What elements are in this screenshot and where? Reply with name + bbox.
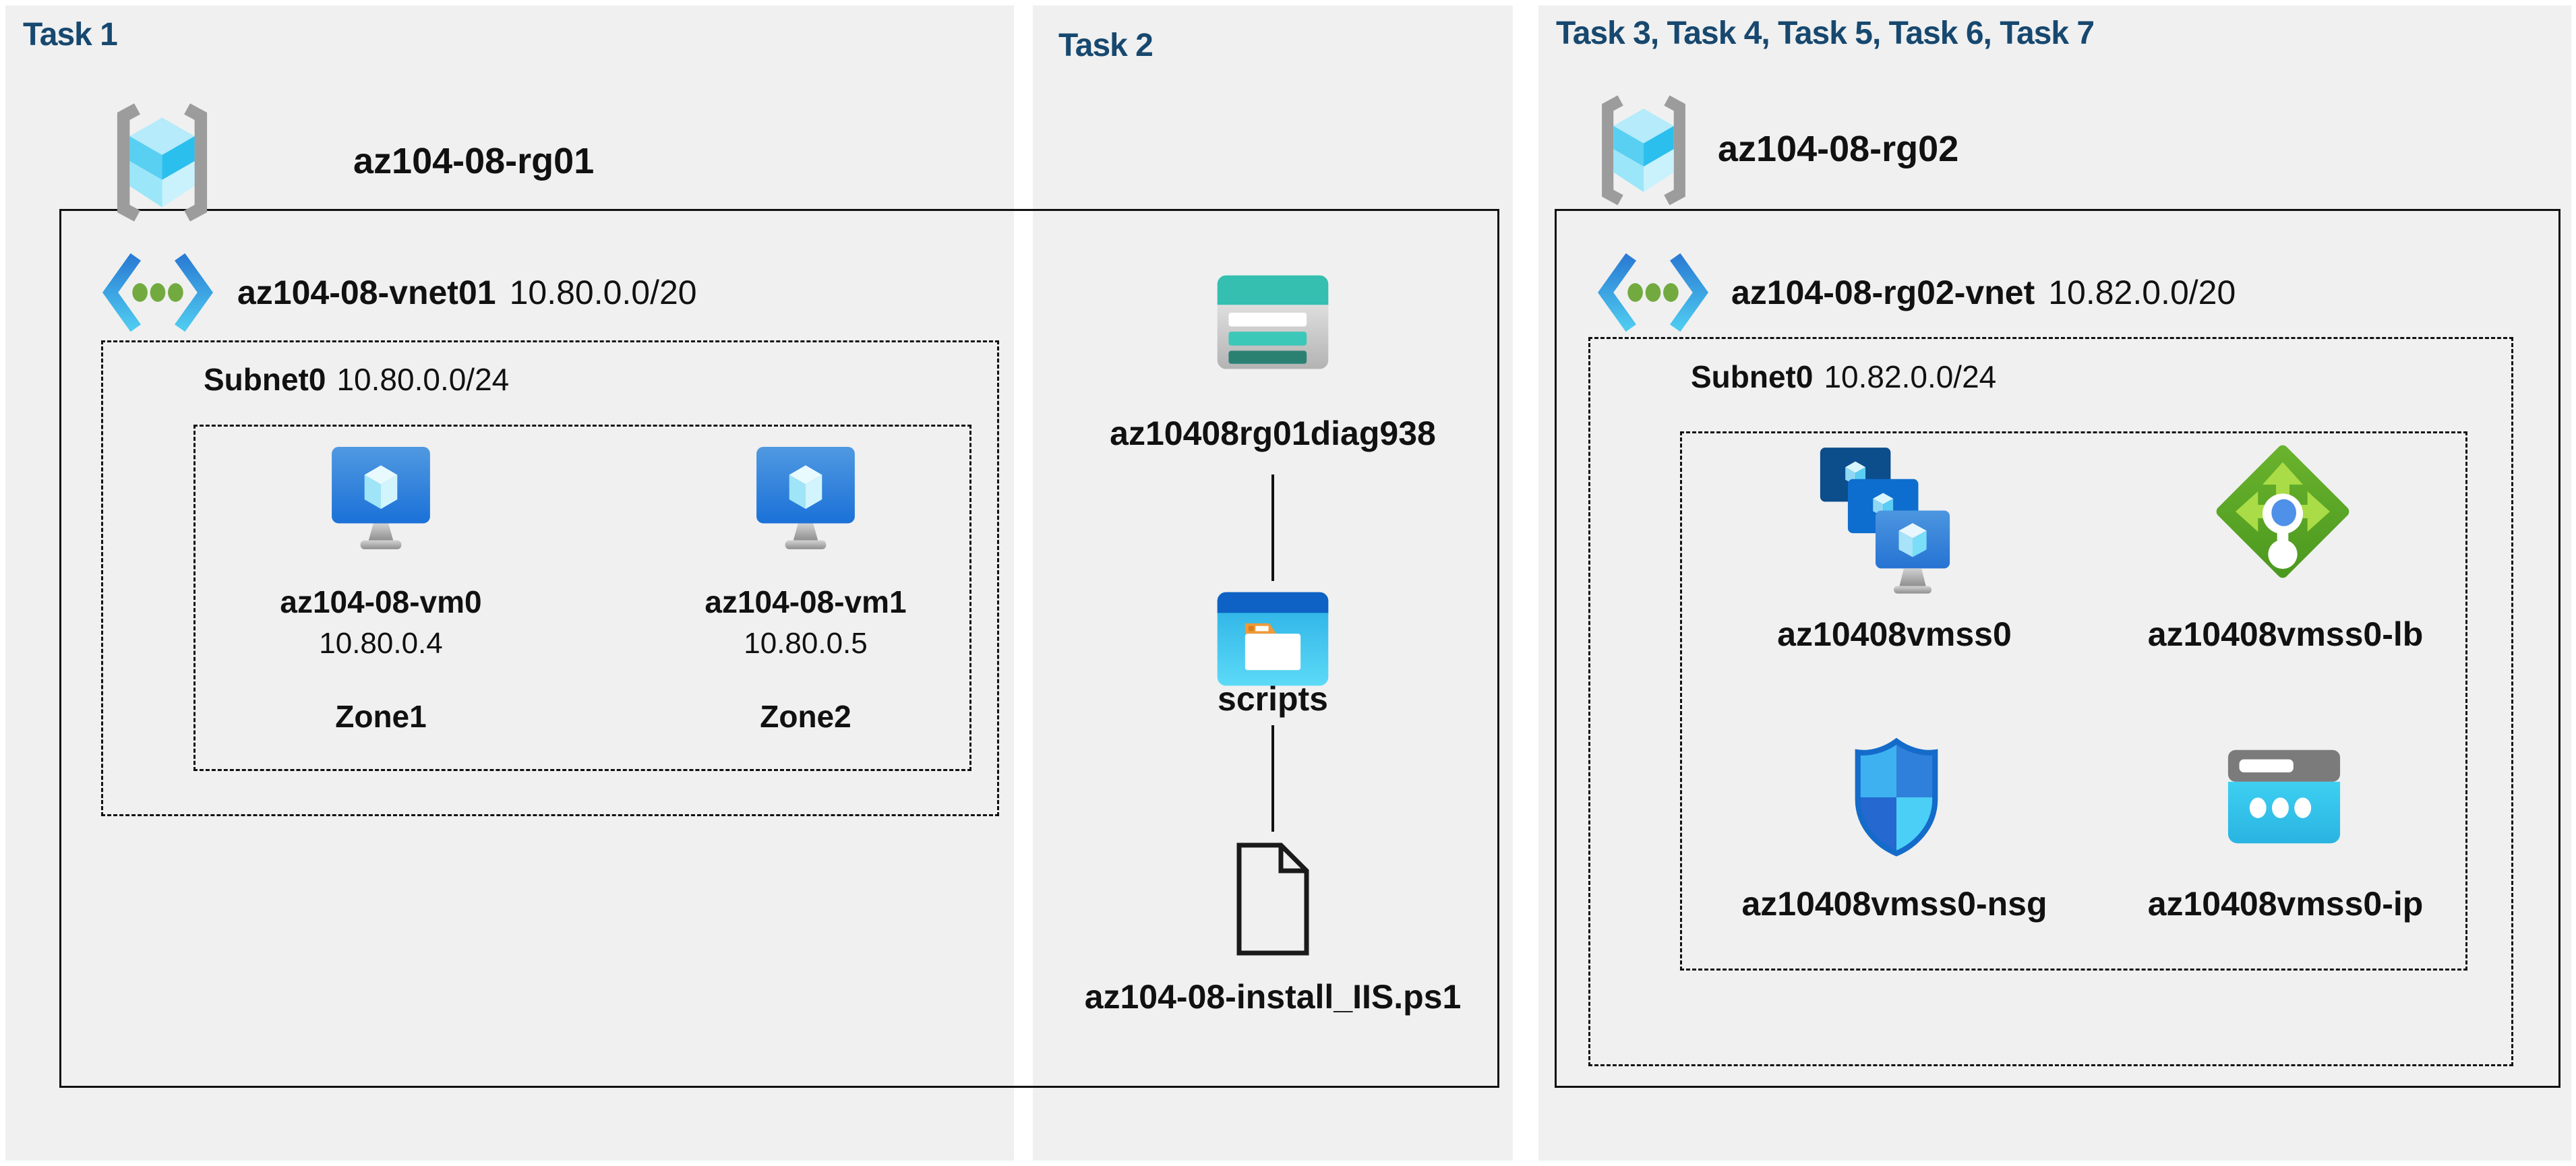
task3-panel [1538, 5, 2571, 1161]
virtual-machine-icon [756, 447, 855, 549]
public-ip-name: az10408vmss0-ip [2147, 885, 2424, 923]
resource-group-icon [1602, 95, 1685, 206]
subnet1-label: Subnet0 10.80.0.0/24 [204, 361, 509, 398]
load-balancer-name: az10408vmss0-lb [2147, 615, 2424, 653]
load-balancer-icon [2216, 445, 2349, 578]
task2-panel [1033, 5, 1513, 1161]
vm1-ip: 10.80.0.5 [744, 627, 868, 660]
public-ip-icon [2227, 749, 2341, 844]
network-security-group-icon [1855, 737, 1938, 857]
vm1-name: az104-08-vm1 [705, 584, 907, 619]
script-file-name: az104-08-install_IIS.ps1 [1084, 978, 1462, 1016]
virtual-network-icon [102, 253, 213, 332]
vnet1-boundary-box [59, 209, 1499, 1088]
vnet2-cidr: 10.82.0.0/20 [2048, 274, 2236, 311]
subnet2-label: Subnet0 10.82.0.0/24 [1691, 359, 1996, 395]
storage-account-icon [1217, 275, 1329, 369]
subnet2-cidr: 10.82.0.0/24 [1824, 359, 1997, 394]
storage-account-name: az10408rg01diag938 [1110, 415, 1436, 452]
vm1-zone: Zone2 [760, 699, 851, 734]
virtual-machine-icon [332, 447, 430, 549]
resource-group-icon [117, 103, 208, 222]
subnet2-name: Subnet0 [1691, 359, 1814, 394]
subnet2-box [1588, 337, 2513, 1066]
connector-scripts-file [1271, 725, 1274, 832]
connector-storage-scripts [1271, 474, 1274, 581]
task3-title: Task 3, Task 4, Task 5, Task 6, Task 7 [1556, 16, 2095, 51]
vm-scale-set-icon [1820, 448, 1950, 594]
vm1-node: az104-08-vm1 10.80.0.5 Zone2 [603, 445, 1008, 735]
subnet1-cidr: 10.80.0.0/24 [336, 362, 510, 397]
subnet1-box [101, 340, 999, 816]
virtual-network-icon [1598, 253, 1708, 332]
resource-group-name: az104-08-rg01 [353, 141, 595, 181]
vnet1-name: az104-08-vnet01 [237, 274, 496, 311]
vm0-zone: Zone1 [335, 699, 427, 734]
availability-zone-box [193, 425, 971, 771]
vmss-name: az10408vmss0 [1777, 615, 2012, 653]
vnet2-boundary-box [1555, 209, 2560, 1088]
script-file-icon [1236, 842, 1309, 956]
vm0-name: az104-08-vm0 [280, 584, 482, 619]
vnet1-cidr: 10.80.0.0/20 [509, 274, 697, 311]
subnet1-name: Subnet0 [204, 362, 326, 397]
vnet2-name: az104-08-rg02-vnet [1731, 274, 2035, 311]
blob-container-icon [1217, 592, 1329, 686]
task1-title: Task 1 [23, 17, 118, 53]
container-name: scripts [1218, 680, 1328, 718]
nsg-name: az10408vmss0-nsg [1741, 885, 2047, 923]
vm0-ip: 10.80.0.4 [319, 627, 443, 660]
vnet2-label: az104-08-rg02-vnet 10.82.0.0/20 [1731, 248, 2236, 337]
task2-title: Task 2 [1058, 28, 1154, 63]
resource-group-name: az104-08-rg02 [1718, 129, 1959, 169]
vnet1-label: az104-08-vnet01 10.80.0.0/20 [237, 248, 697, 337]
vmss-resources-box [1680, 431, 2467, 971]
vm0-node: az104-08-vm0 10.80.0.4 Zone1 [179, 445, 583, 735]
